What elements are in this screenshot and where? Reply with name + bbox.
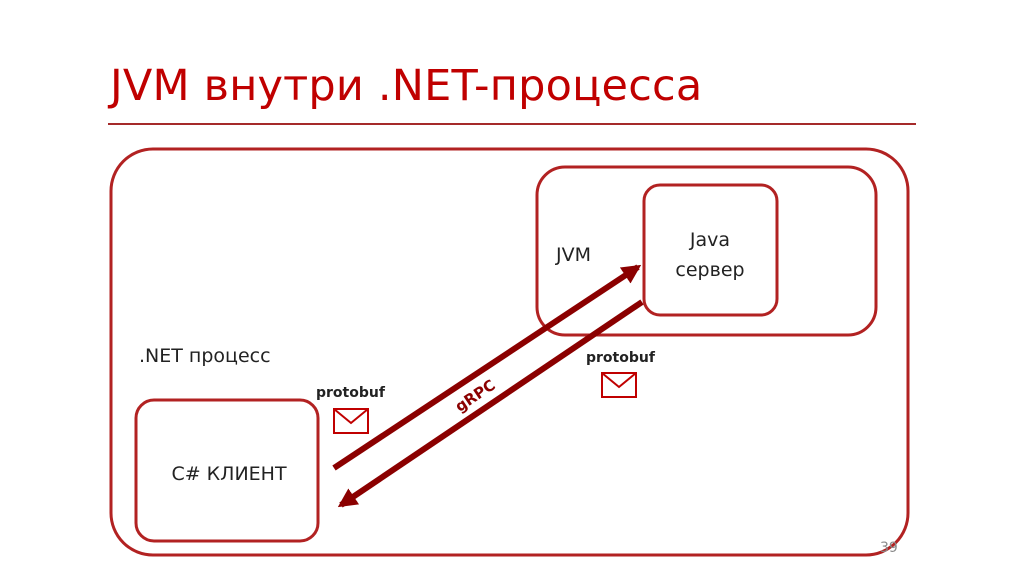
- dotnet-process-label: .NET процесс: [139, 345, 271, 367]
- request-arrow: [332, 264, 642, 471]
- page-number: 39: [880, 540, 898, 556]
- envelope-icon: [333, 408, 369, 434]
- protobuf-label-left: protobuf: [316, 385, 386, 401]
- protobuf-label-right: protobuf: [586, 350, 656, 366]
- title-divider: [108, 123, 916, 125]
- csharp-client-label: C# КЛИЕНТ: [171, 463, 287, 485]
- jvm-box: [535, 165, 878, 337]
- csharp-client-box: [134, 398, 320, 543]
- slide-title: JVM внутри .NET-процесса: [110, 61, 703, 111]
- jvm-label: JVM: [555, 244, 591, 266]
- dotnet-process-box: [109, 147, 910, 557]
- envelope-icon: [601, 372, 637, 398]
- java-server-label-line2: сервер: [675, 259, 744, 281]
- java-server-box: [642, 183, 779, 317]
- java-server-label-line1: Java: [689, 229, 730, 251]
- response-arrow: [337, 299, 644, 508]
